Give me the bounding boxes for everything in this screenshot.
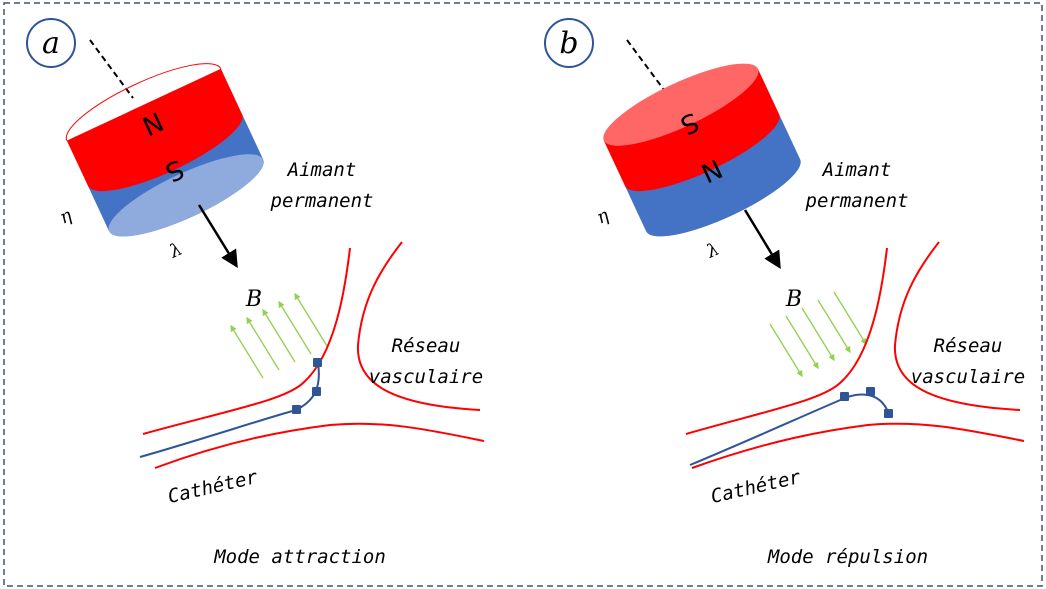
catheter-label-b: Cathéter (709, 466, 804, 508)
magnet-axis-dashed (89, 39, 134, 99)
field-arrow-b (743, 209, 781, 269)
magnet-cylinder-b: S N (603, 63, 801, 237)
vessel-label-a-line2: vasculaire (369, 366, 483, 388)
magnet-cylinder-a: N S (65, 63, 264, 237)
mode-label-b: Mode répulsion (767, 546, 928, 568)
magnet-north-half (66, 68, 243, 192)
magnet-label-a-line1: Aimant (287, 159, 357, 181)
vessel-label-b-line1: Réseau (934, 335, 1003, 357)
catheter-marker (292, 405, 301, 414)
dashed-frame (3, 2, 1043, 587)
vessel-walls-a (142, 241, 485, 469)
panel-b: b S N η λ B Aimant permanent (544, 18, 1025, 568)
lambda-label-a: λ (165, 239, 185, 263)
field-label-a: B (245, 287, 262, 312)
eta-label-a: η (56, 205, 75, 229)
eta-label-b: η (593, 205, 612, 229)
magnet-bottom-face (108, 154, 264, 237)
catheter-marker (884, 409, 893, 418)
panel-a: a N S η λ B Aimant permanent (26, 18, 485, 568)
panel-a-badge: a (26, 18, 76, 68)
panel-a-badge-letter: a (42, 26, 60, 61)
magnet-label-a-line2: permanent (270, 190, 374, 212)
magnet-north-half (624, 114, 801, 237)
catheter-marker (312, 387, 321, 396)
catheter-label-a: Cathéter (166, 466, 261, 508)
vessel-walls-b (685, 241, 1025, 469)
lambda-label-b: λ (702, 239, 722, 263)
mode-label-a: Mode attraction (213, 546, 386, 568)
panel-b-badge: b (544, 18, 594, 68)
panel-b-badge-letter: b (559, 26, 578, 61)
field-arrow-a (197, 204, 238, 268)
catheter-b (689, 387, 893, 466)
magnet-label-b-line1: Aimant (822, 159, 892, 181)
catheter-marker (840, 392, 849, 401)
magnet-south-half (603, 68, 780, 192)
magnet-top-face (603, 63, 759, 146)
catheter-a (139, 358, 322, 458)
catheter-marker (866, 387, 875, 396)
vessel-label-b-line2: vasculaire (911, 366, 1025, 388)
catheter-marker (313, 358, 322, 367)
field-lines-a (230, 292, 328, 379)
field-lines-b (769, 291, 867, 378)
magnet-axis-dashed (626, 39, 671, 99)
magnet-label-b-line2: permanent (805, 190, 909, 212)
field-label-b: B (785, 287, 802, 312)
vessel-label-a-line1: Réseau (392, 335, 461, 357)
